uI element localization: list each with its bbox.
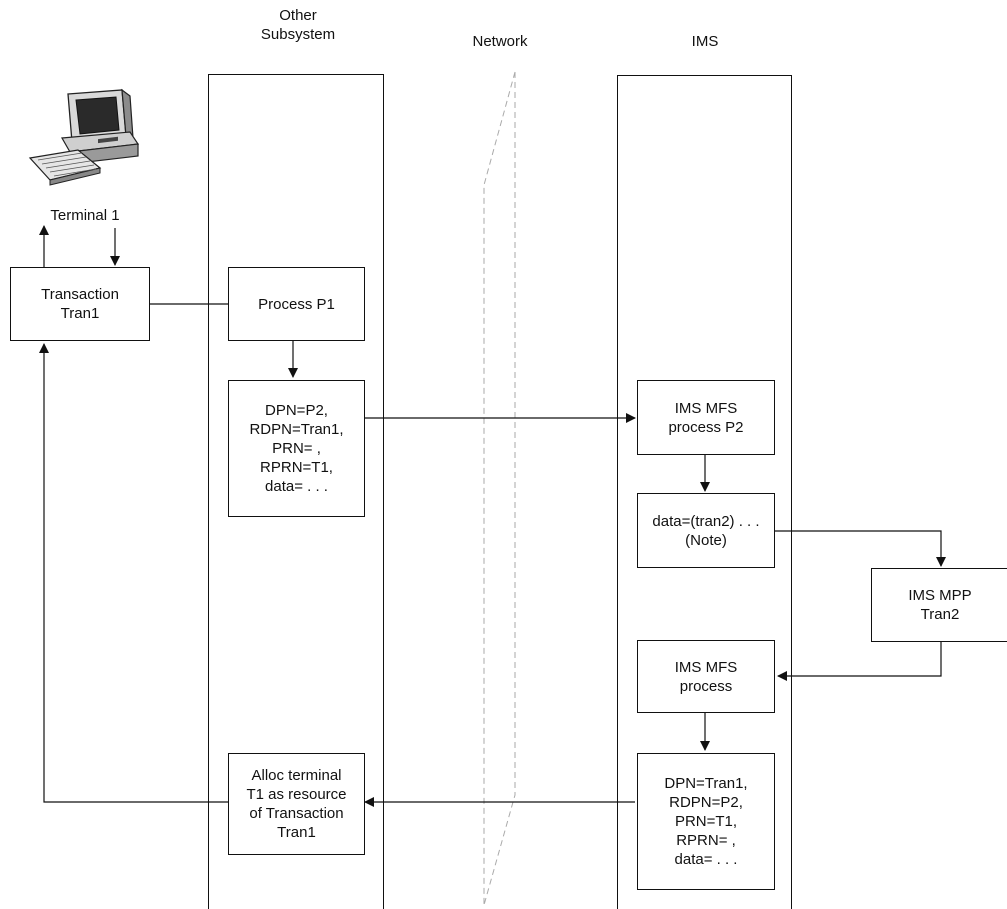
dpn-reply-line: data= . . . [674, 851, 738, 868]
dpn-request-line: DPN=P2, [265, 402, 328, 419]
network-boundary-lower [483, 72, 516, 906]
dpn-reply-line: RDPN=P2, [669, 794, 743, 811]
ims-mfs-p2-box: IMS MFS process P2 [637, 380, 775, 455]
process-p1-box-line: Process P1 [258, 295, 335, 313]
arrow-mpp-mfs [777, 642, 942, 681]
arrow-data-mpp [775, 530, 946, 567]
dpn-request-line: RDPN=Tran1, [249, 421, 344, 438]
computer-terminal-icon [26, 88, 146, 198]
ims-mfs-process-line: IMS MFS [674, 658, 738, 676]
dpn-reply-line: PRN=T1, [674, 813, 738, 830]
dpn-reply-line: DPN=Tran1, [664, 775, 748, 792]
ims-mpp-box: IMS MPP Tran2 [871, 568, 1007, 642]
ims-label: IMS [670, 32, 740, 51]
terminal-label: Terminal 1 [30, 206, 140, 225]
ims-column [617, 75, 792, 909]
other-subsystem-label-line2: Subsystem [260, 26, 336, 43]
transaction-box: Transaction Tran1 [10, 267, 150, 341]
other-subsystem-label-line1: Other [279, 7, 317, 24]
data-tran2-box: data=(tran2) . . . (Note) [637, 493, 775, 568]
dpn-reply-box: DPN=Tran1, RDPN=P2, PRN=T1, RPRN= , data… [637, 753, 775, 890]
alloc-terminal-line: Alloc terminal [251, 767, 342, 784]
data-tran2-line: data=(tran2) . . . [652, 512, 760, 530]
network-label: Network [450, 32, 550, 51]
network-boundary [483, 71, 516, 905]
other-subsystem-column [208, 74, 384, 909]
data-tran2-line: (Note) [685, 531, 727, 549]
network-label-text: Network [472, 33, 528, 50]
ims-mfs-p2-line: IMS MFS [674, 399, 738, 417]
dpn-request-line: RPRN=T1, [260, 459, 333, 476]
ims-mfs-process-box: IMS MFS process [637, 640, 775, 713]
ims-mfs-p2-line: process P2 [668, 418, 744, 436]
process-p1-box: Process P1 [228, 267, 365, 341]
ims-mpp-line: IMS MPP [908, 587, 972, 604]
dpn-request-line: PRN= , [272, 440, 321, 457]
transaction-box-line: Transaction [41, 286, 119, 303]
other-subsystem-label: Other Subsystem [238, 6, 358, 44]
ims-mpp-line: Tran2 [920, 606, 960, 623]
transaction-box-line: Tran1 [60, 305, 100, 322]
alloc-terminal-line: T1 as resource [246, 786, 347, 803]
ims-mfs-process-line: process [679, 677, 733, 695]
ims-label-text: IMS [691, 33, 719, 50]
alloc-terminal-box: Alloc terminal T1 as resource of Transac… [228, 753, 365, 855]
dpn-request-line: data= . . . [265, 478, 328, 495]
alloc-terminal-line: of Transaction [249, 805, 344, 822]
dpn-request-box: DPN=P2, RDPN=Tran1, PRN= , RPRN=T1, data… [228, 380, 365, 517]
dpn-reply-line: RPRN= , [676, 832, 736, 849]
arrow-alloc-transaction [39, 343, 228, 803]
alloc-terminal-line: Tran1 [277, 824, 316, 841]
terminal-label-text: Terminal 1 [50, 207, 120, 224]
